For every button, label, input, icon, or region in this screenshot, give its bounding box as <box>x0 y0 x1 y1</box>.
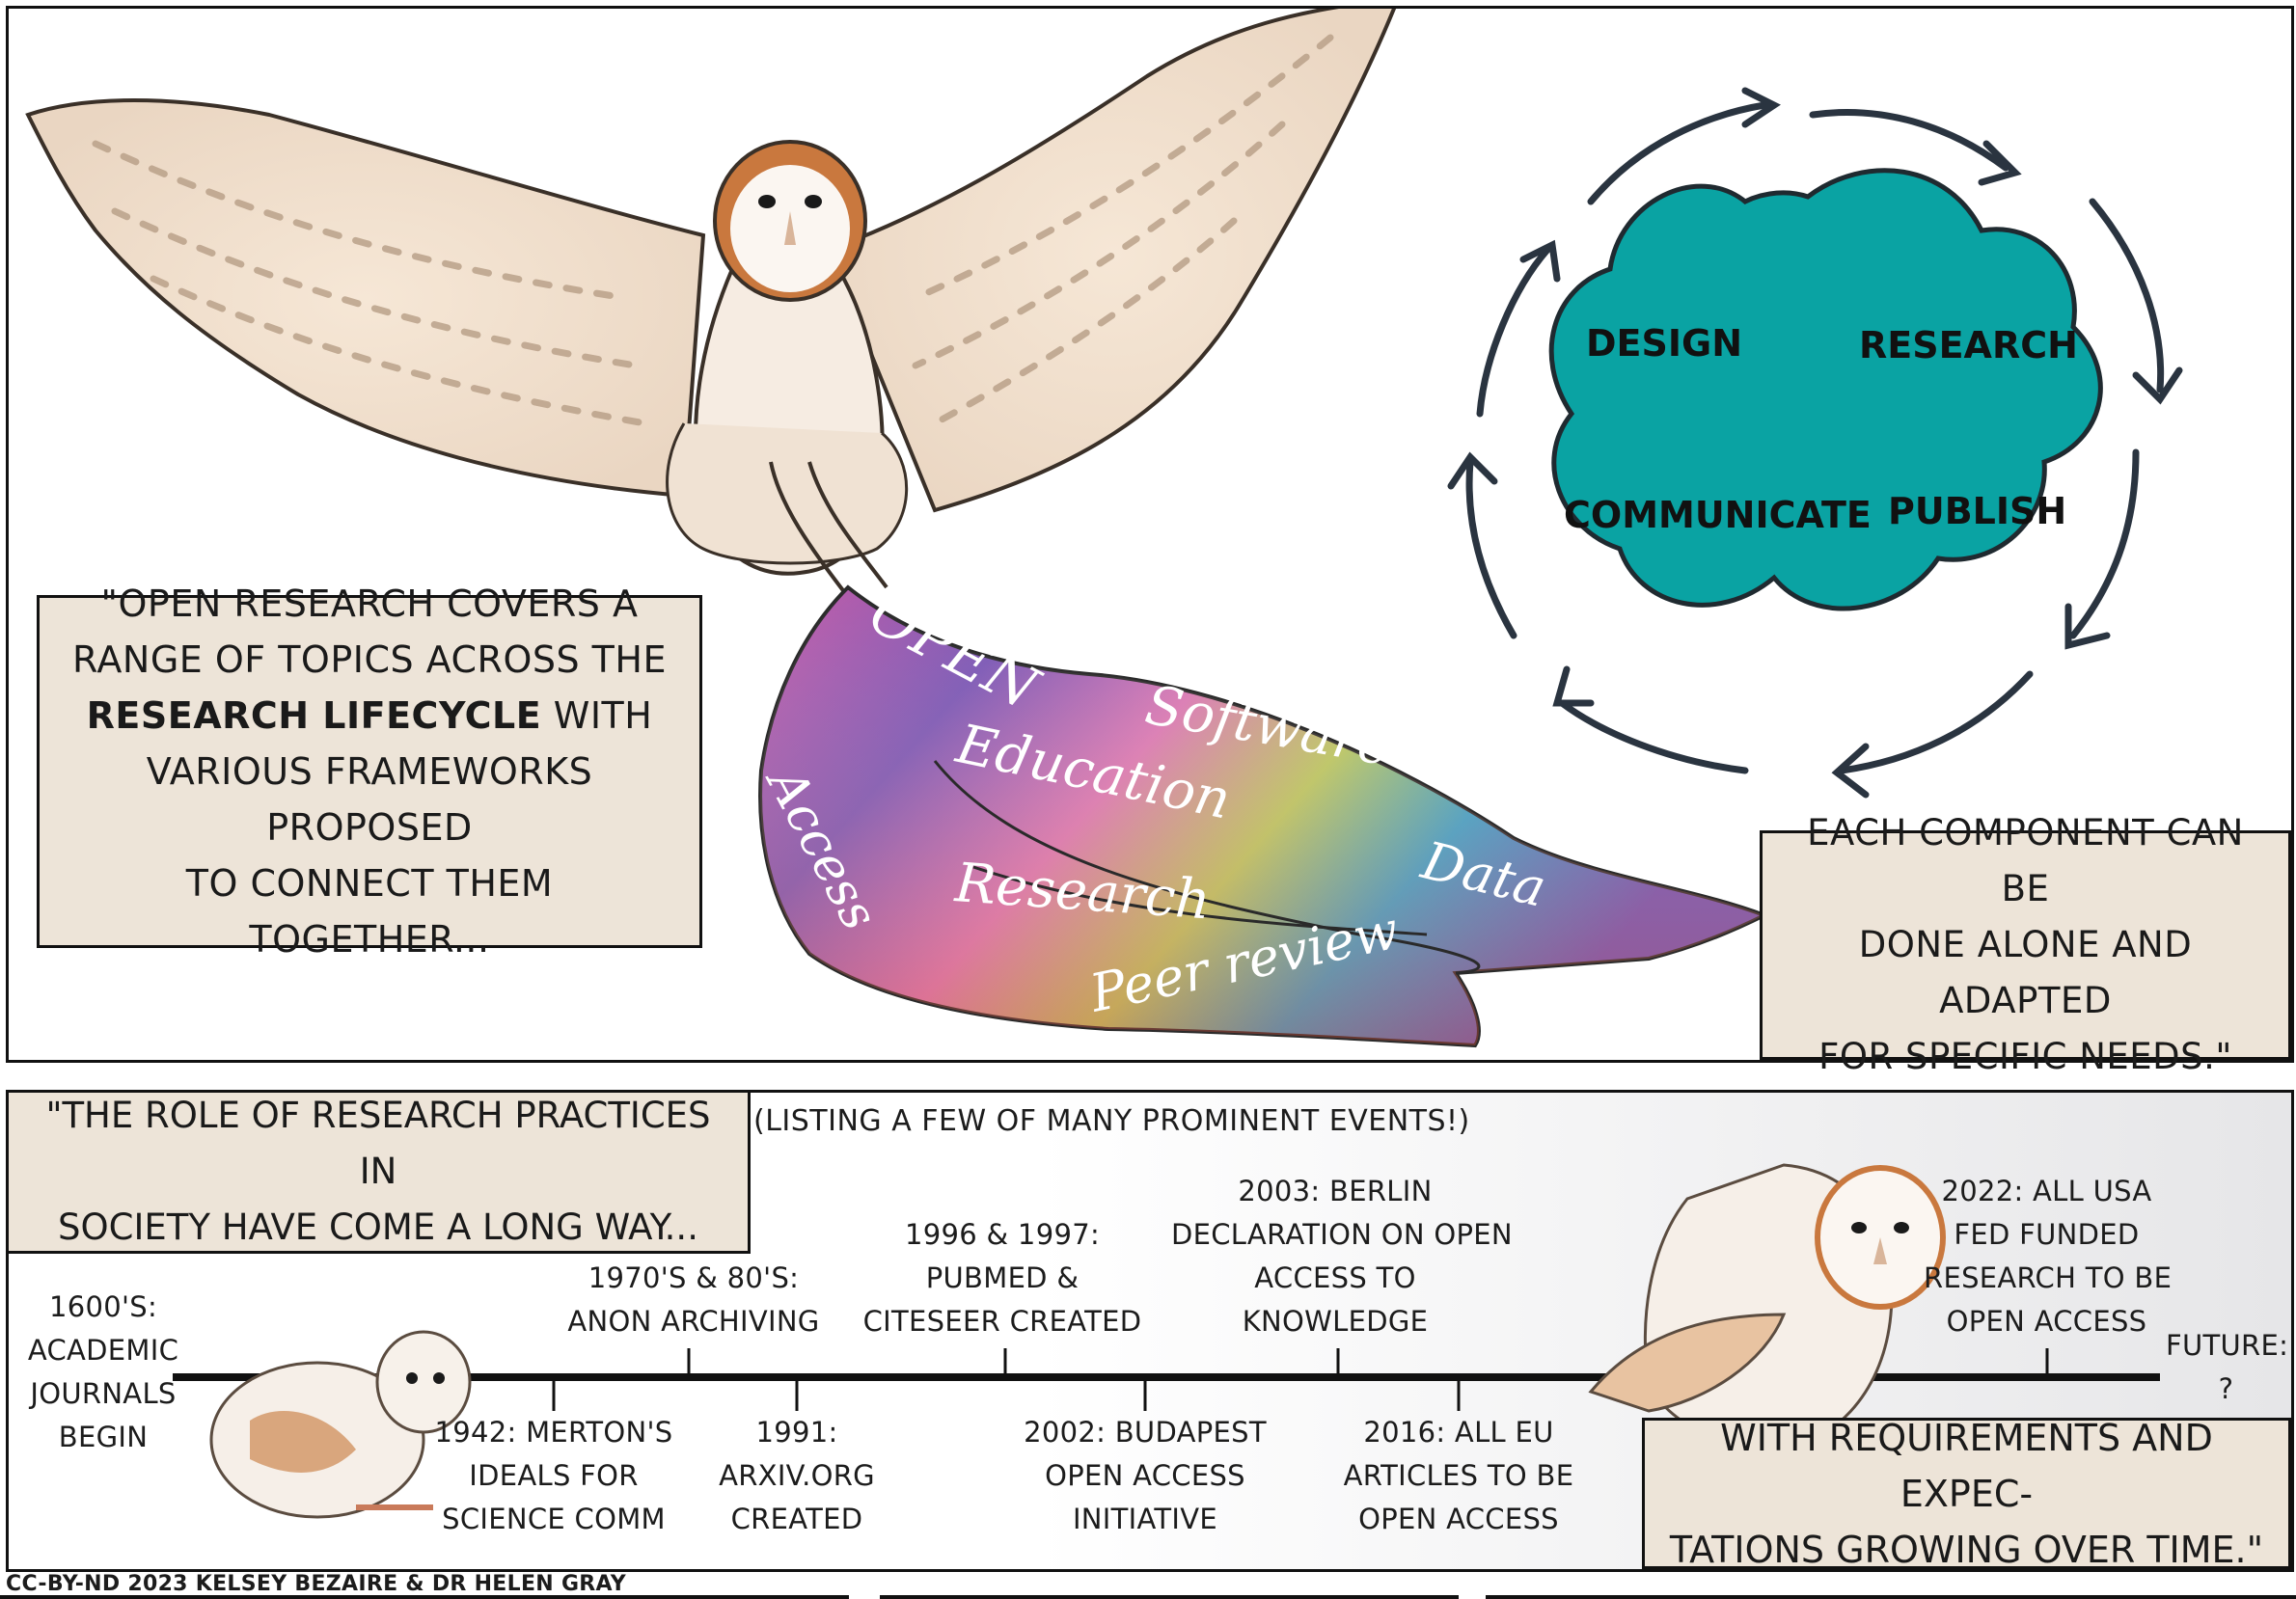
timeline-event-2016: 2016: All EU articles to be open access <box>1343 1416 1574 1535</box>
research-lifecycle-emphasis: Research lifecycle <box>86 694 542 737</box>
events-note: (LISTING A FEW OF MANY PROMINENT EVENTS!… <box>753 1104 1470 1138</box>
quote-line: tations growing over time." <box>1669 1528 2264 1571</box>
research-lifecycle-diagram: DESIGN RESEARCH COMMUNICATE PUBLISH <box>1447 87 2183 799</box>
component-adapt-quote: Each component can be done alone and ada… <box>1760 812 2291 1077</box>
quote-line: done alone and adapted <box>1858 924 2193 1021</box>
quote-line: "The role of research practices in <box>45 1095 711 1192</box>
timeline-event-1970s: 1970's & 80's: anon archiving <box>567 1261 820 1338</box>
owl-left-wing <box>25 98 706 499</box>
bottom-rule <box>0 1595 849 1599</box>
top-panel-art: OPEN Software Education Access Research … <box>25 9 2183 1048</box>
lifecycle-stage-publish: PUBLISH <box>1888 490 2066 532</box>
perched-barn-owl <box>1588 1163 1946 1448</box>
quote-line: various frameworks proposed <box>146 750 593 849</box>
owlet <box>209 1330 472 1519</box>
timeline-event-2003: 2003: Berlin declaration on open access … <box>1171 1175 1513 1338</box>
open-research-quilt: OPEN Software Education Access Research … <box>754 579 1769 1048</box>
research-practices-quote: "The role of research practices in socie… <box>6 1090 751 1254</box>
open-research-quote: "Open research covers a range of topics … <box>37 583 702 961</box>
owl-right-wing <box>826 9 1397 513</box>
quote-line: With requirements and expec- <box>1720 1416 2213 1515</box>
quote-line: for specific needs." <box>1818 1036 2232 1077</box>
bottom-rule <box>880 1595 1459 1599</box>
lifecycle-stage-research: RESEARCH <box>1859 324 2078 366</box>
copyright-credit: CC-BY-ND 2023 Kelsey Bezaire & Dr Helen … <box>6 1572 627 1596</box>
bottom-panel: "The role of research practices in socie… <box>6 1090 2294 1572</box>
timeline-event-future: Future: ? <box>2166 1329 2289 1405</box>
timeline-event-1996: 1996 & 1997: PubMed & CiteSeer created <box>862 1218 1142 1338</box>
timeline-event-2002: 2002: Budapest open access initiative <box>1024 1416 1267 1535</box>
top-panel: OPEN Software Education Access Research … <box>6 6 2294 1077</box>
quote-line-rest: with <box>541 694 653 737</box>
lifecycle-stage-communicate: COMMUNICATE <box>1564 494 1872 536</box>
bottom-rule <box>1486 1595 2296 1599</box>
lifecycle-flower <box>1548 168 2103 611</box>
requirements-growing-quote: With requirements and expec- tations gro… <box>1642 1417 2291 1571</box>
quote-line: Research lifecycle with <box>87 688 653 744</box>
quote-line: to connect them together... <box>185 862 554 961</box>
quote-line: range of topics across the <box>72 638 667 681</box>
lifecycle-stage-design: DESIGN <box>1586 322 1742 365</box>
quote-line: "Open research covers a <box>100 583 639 625</box>
timeline-event-1600s: 1600's: academic journals begin <box>27 1290 179 1453</box>
timeline-event-1991: 1991: arXiv.org created <box>719 1416 875 1535</box>
timeline-event-2022: 2022: All USA fed funded research to be … <box>1924 1175 2173 1338</box>
barn-owl-flying <box>25 9 1397 599</box>
quote-line: society have come a long way... <box>58 1206 698 1248</box>
timeline-art <box>173 1163 2160 1519</box>
quote-line: Each component can be <box>1807 812 2244 909</box>
timeline-event-1942: 1942: Merton's ideals for science comm <box>434 1416 673 1535</box>
cycle-arrows <box>1447 87 2183 799</box>
